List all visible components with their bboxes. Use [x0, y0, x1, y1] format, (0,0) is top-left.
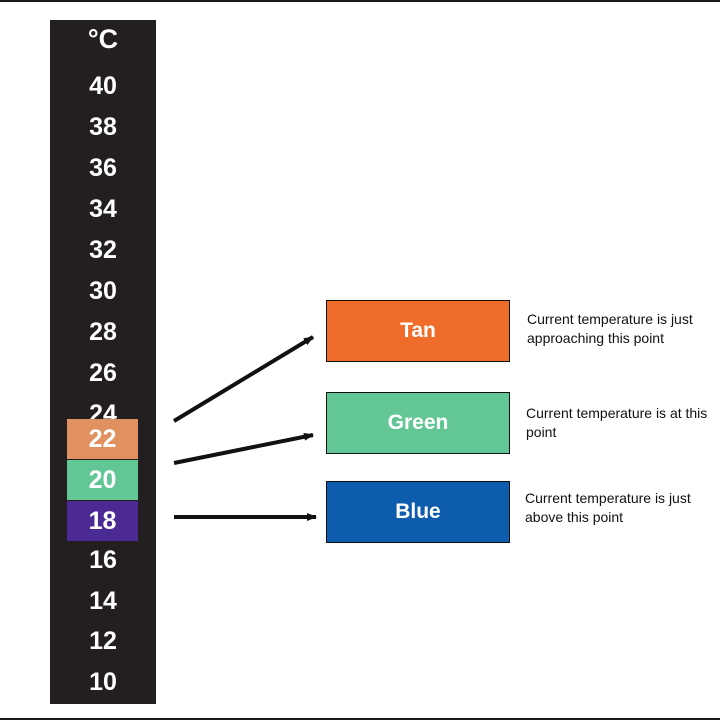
- tick-36: 36: [89, 153, 117, 182]
- tick-40: 40: [89, 71, 117, 100]
- tan-label: Tan: [400, 319, 436, 342]
- blue-color-box: Blue: [326, 481, 510, 543]
- green-label: Green: [387, 411, 449, 434]
- tick-20-green: 20: [67, 460, 138, 500]
- blue-label: Blue: [395, 500, 441, 523]
- thermometer-strip: °C 40 38 36 34 32 30 28 26 24 22 20 18 1…: [50, 20, 156, 704]
- green-color-box: Green: [326, 392, 510, 454]
- tick-26: 26: [89, 358, 117, 387]
- frame-bottom-border: [0, 718, 720, 720]
- arrow-to-green: [173, 432, 314, 465]
- tick-12: 12: [89, 626, 117, 655]
- frame-top-border: [0, 0, 720, 2]
- unit-label: °C: [87, 24, 119, 54]
- arrow-to-tan: [172, 335, 315, 423]
- tick-18-blue: 18: [67, 501, 138, 541]
- tick-16: 16: [89, 545, 117, 574]
- tick-28: 28: [89, 317, 117, 346]
- tick-14: 14: [89, 586, 117, 615]
- tick-10: 10: [89, 667, 117, 696]
- tan-color-box: Tan: [326, 300, 510, 362]
- green-description: Current temperature is at this point: [526, 405, 708, 440]
- tick-22-tan: 22: [67, 419, 138, 459]
- tick-30: 30: [89, 276, 117, 305]
- tick-38: 38: [89, 112, 117, 141]
- tan-description: Current temperature is just approaching …: [527, 311, 693, 346]
- tick-34: 34: [89, 194, 117, 223]
- tick-32: 32: [89, 235, 117, 264]
- blue-description: Current temperature is just above this p…: [525, 490, 691, 525]
